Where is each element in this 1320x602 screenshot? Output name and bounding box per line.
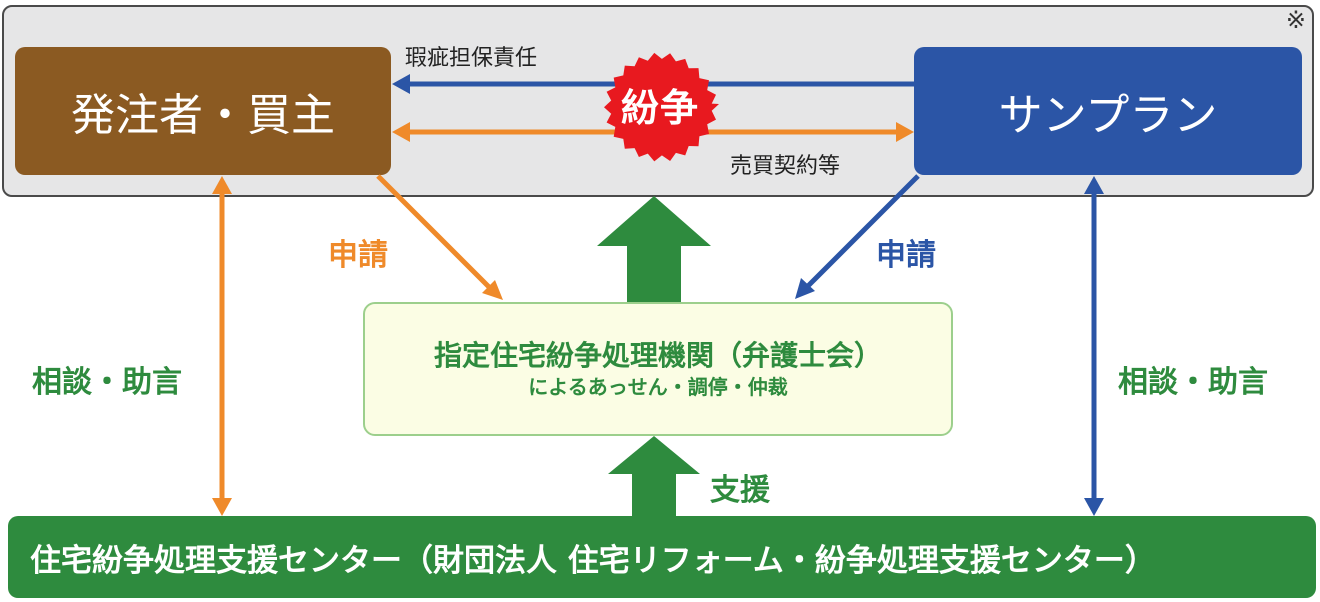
designated-dispute-org-title: 指定住宅紛争処理機関（弁護士会） xyxy=(433,338,882,372)
apply-arrow-left xyxy=(376,174,503,300)
designated-dispute-org-subtitle: によるあっせん・調停・仲裁 xyxy=(528,375,788,400)
consult-arrow-right xyxy=(1084,176,1104,516)
dispute-burst xyxy=(604,52,719,162)
support-up-arrow xyxy=(608,436,700,518)
dispute-label: 紛争 xyxy=(620,85,699,130)
consult-arrow-left xyxy=(212,176,232,516)
sales-contract-label: 売買契約等 xyxy=(730,154,841,179)
company-box: サンプラン xyxy=(914,47,1302,175)
defect-liability-label: 瑕疵担保責任 xyxy=(405,46,538,71)
apply-arrow-right xyxy=(795,174,920,299)
support-center-label: 住宅紛争処理支援センター（財団法人 住宅リフォーム・紛争処理支援センター） xyxy=(30,542,1156,579)
client-buyer-label: 発注者・買主 xyxy=(71,90,335,141)
consult-label-right: 相談・助言 xyxy=(1118,365,1268,400)
company-label: サンプラン xyxy=(998,90,1218,141)
apply-label-right: 申請 xyxy=(876,238,936,273)
client-buyer-box: 発注者・買主 xyxy=(15,47,391,175)
consult-label-left: 相談・助言 xyxy=(32,365,182,400)
designated-dispute-org-box: 指定住宅紛争処理機関（弁護士会） によるあっせん・調停・仲裁 xyxy=(363,302,953,436)
note-mark: ※ xyxy=(1285,6,1306,34)
apply-label-left: 申請 xyxy=(328,238,388,273)
resolution-up-arrow xyxy=(597,196,711,304)
support-center-bar: 住宅紛争処理支援センター（財団法人 住宅リフォーム・紛争処理支援センター） xyxy=(8,516,1316,598)
support-label: 支援 xyxy=(710,473,770,508)
